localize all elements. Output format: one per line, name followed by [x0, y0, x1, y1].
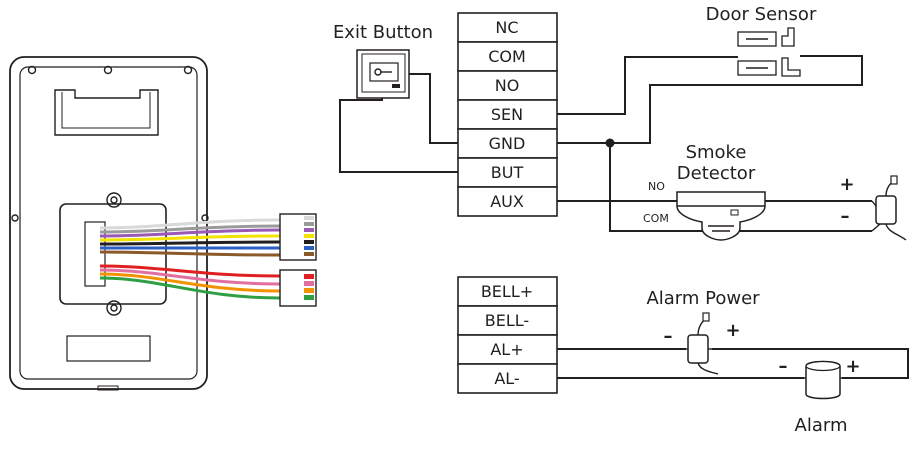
wire-but	[339, 98, 458, 173]
terminal-label: GND	[489, 134, 526, 153]
terminal-nc	[457, 12, 558, 43]
alarm-label: Alarm	[795, 415, 848, 436]
exit-button-label: Exit Button	[333, 22, 433, 43]
terminal-label: NC	[495, 18, 518, 37]
alarm-power-minus-sign: –	[664, 326, 673, 347]
smoke-no-label: NO	[648, 180, 665, 193]
terminal-label: NO	[495, 76, 520, 95]
wire-pink	[99, 268, 281, 286]
terminal-al-plus	[457, 334, 558, 365]
alarm-minus-sign: –	[779, 356, 788, 377]
wire-gray	[99, 224, 281, 234]
wire-white	[99, 218, 281, 230]
terminal-label: COM	[488, 47, 526, 66]
terminal-label: BUT	[491, 163, 524, 182]
smoke-detector-icon	[676, 191, 766, 241]
smoke-detector-label-1: Smoke	[686, 142, 747, 163]
alarm-plus-sign: +	[845, 356, 860, 377]
wire-smoke-com	[609, 143, 860, 232]
power-adapter-icon	[686, 312, 719, 375]
terminal-bell-plus	[457, 276, 558, 307]
terminal-block-top: NC COM NO SEN GND BUT AUX	[457, 12, 558, 217]
door-sensor-icon	[737, 27, 801, 77]
wire-button-gnd	[409, 73, 458, 144]
exit-button-icon	[356, 49, 410, 99]
terminal-block-bottom: BELL+ BELL- AL+ AL-	[457, 276, 558, 394]
smoke-minus-sign: –	[841, 206, 850, 227]
wire-alarm-plus	[842, 364, 909, 379]
terminal-label: SEN	[491, 105, 523, 124]
terminal-label: AUX	[490, 192, 524, 211]
smoke-com-label: COM	[643, 212, 669, 225]
wire-brown	[99, 250, 281, 257]
wire-door-gnd	[557, 55, 863, 144]
wire-orange	[99, 272, 281, 293]
terminal-label: BELL+	[481, 282, 533, 301]
alarm-power-label: Alarm Power	[646, 288, 760, 309]
terminal-bell-minus	[457, 305, 558, 336]
wire-yellow	[99, 234, 281, 242]
wire-black	[99, 240, 281, 246]
alarm-siren-icon	[804, 360, 842, 400]
terminal-com	[457, 41, 558, 72]
alarm-power-plus-sign: +	[725, 320, 740, 341]
wire-harness	[99, 213, 317, 307]
terminal-sen	[457, 99, 558, 130]
wire-green	[99, 276, 281, 300]
terminal-label: BELL-	[485, 311, 529, 330]
door-sensor-label: Door Sensor	[706, 4, 817, 25]
terminal-label: AL+	[490, 340, 523, 359]
power-adapter-icon	[860, 175, 907, 241]
terminal-aux	[457, 186, 558, 217]
wire-red	[99, 264, 281, 278]
terminal-but	[457, 157, 558, 188]
wire-sen	[557, 56, 738, 115]
terminal-label: AL-	[494, 369, 519, 388]
smoke-detector-label-2: Detector	[677, 163, 756, 184]
wire-purple	[99, 228, 281, 238]
wire-power-to-alarm	[712, 348, 909, 364]
smoke-plus-sign: +	[839, 174, 854, 195]
